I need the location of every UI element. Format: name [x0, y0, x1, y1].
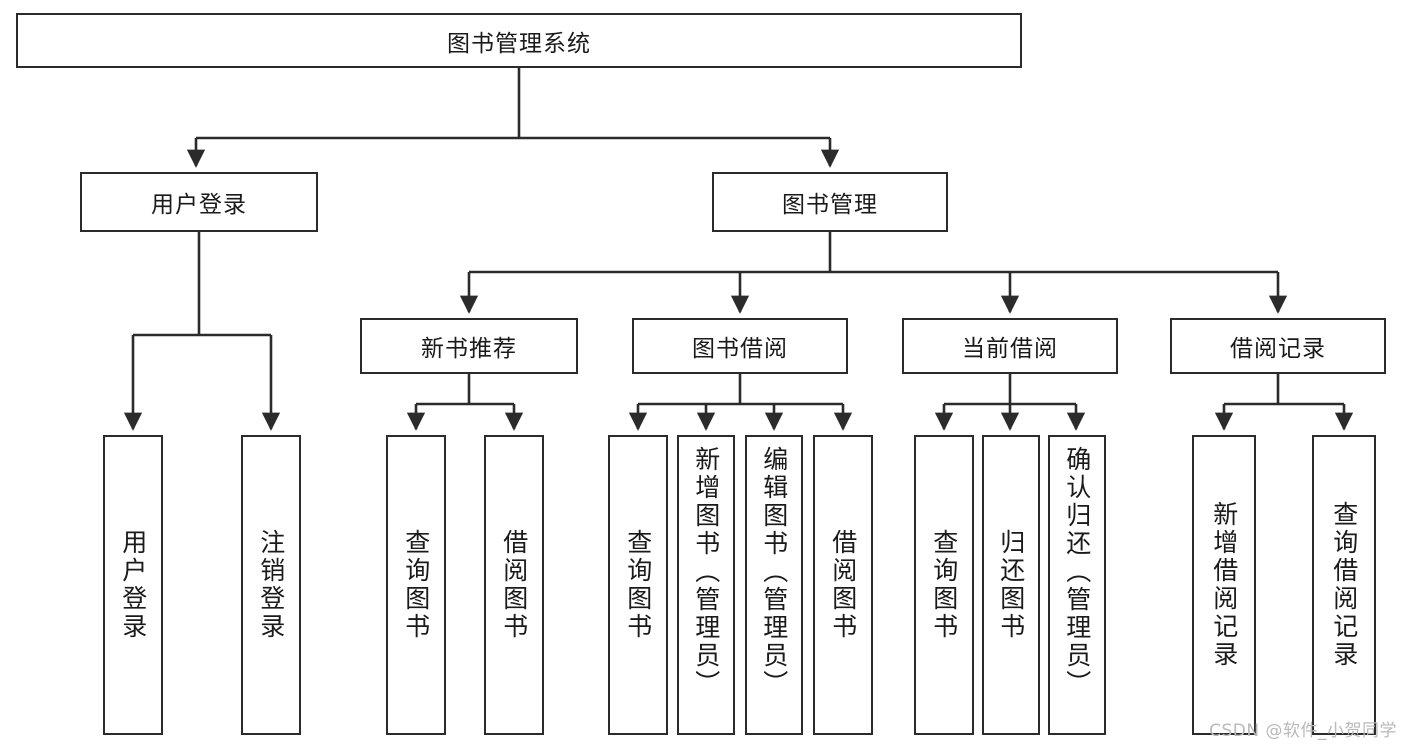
leaf-borrow-edit-book[interactable]: 编辑图书（管理员） [745, 435, 803, 735]
leaf-current-return-book-label: 归还图书 [996, 529, 1026, 641]
leaf-borrow-borrow-book[interactable]: 借阅图书 [813, 435, 873, 735]
leaf-newbook-borrow-book-label: 借阅图书 [499, 529, 529, 641]
node-borrow-record-label: 借阅记录 [1230, 336, 1326, 362]
leaf-newbook-query-book-label: 查询图书 [401, 529, 431, 641]
node-root[interactable]: 图书管理系统 [16, 13, 1022, 68]
leaf-borrow-borrow-book-label: 借阅图书 [828, 529, 858, 641]
node-borrow-record[interactable]: 借阅记录 [1170, 318, 1386, 374]
node-book-borrow-label: 图书借阅 [692, 336, 788, 362]
node-book-manage[interactable]: 图书管理 [712, 172, 948, 232]
leaf-current-confirm-return[interactable]: 确认归还（管理员） [1048, 435, 1106, 735]
leaf-user-login[interactable]: 用户登录 [103, 435, 163, 735]
leaf-logout-label: 注销登录 [256, 529, 286, 641]
leaf-record-add-record[interactable]: 新增借阅记录 [1192, 435, 1256, 735]
leaf-record-add-record-label: 新增借阅记录 [1209, 501, 1239, 669]
node-current-borrow-label: 当前借阅 [962, 336, 1058, 362]
node-book-manage-label: 图书管理 [782, 192, 878, 218]
node-current-borrow[interactable]: 当前借阅 [902, 318, 1118, 374]
leaf-borrow-query-book-label: 查询图书 [623, 529, 653, 641]
leaf-logout[interactable]: 注销登录 [241, 435, 301, 735]
leaf-newbook-query-book[interactable]: 查询图书 [386, 435, 446, 735]
leaf-current-confirm-return-label: 确认归还（管理员） [1062, 446, 1092, 698]
leaf-borrow-add-book-label: 新增图书（管理员） [691, 446, 721, 698]
leaf-borrow-edit-book-label: 编辑图书（管理员） [759, 446, 789, 698]
node-user-login-label: 用户登录 [151, 192, 247, 218]
node-book-borrow[interactable]: 图书借阅 [632, 318, 848, 374]
leaf-record-query-record[interactable]: 查询借阅记录 [1312, 435, 1376, 735]
leaf-user-login-label: 用户登录 [118, 529, 148, 641]
node-new-book-recommend[interactable]: 新书推荐 [360, 318, 578, 374]
leaf-newbook-borrow-book[interactable]: 借阅图书 [484, 435, 544, 735]
node-root-label: 图书管理系统 [447, 30, 591, 57]
node-user-login[interactable]: 用户登录 [80, 172, 318, 232]
leaf-borrow-query-book[interactable]: 查询图书 [608, 435, 668, 735]
leaf-borrow-add-book[interactable]: 新增图书（管理员） [677, 435, 735, 735]
leaf-current-query-book-label: 查询图书 [929, 529, 959, 641]
node-new-book-recommend-label: 新书推荐 [421, 336, 517, 362]
watermark: CSDN @软件_小贺同学 [1209, 721, 1397, 741]
leaf-current-return-book[interactable]: 归还图书 [982, 435, 1040, 735]
leaf-current-query-book[interactable]: 查询图书 [914, 435, 974, 735]
leaf-record-query-record-label: 查询借阅记录 [1329, 501, 1359, 669]
